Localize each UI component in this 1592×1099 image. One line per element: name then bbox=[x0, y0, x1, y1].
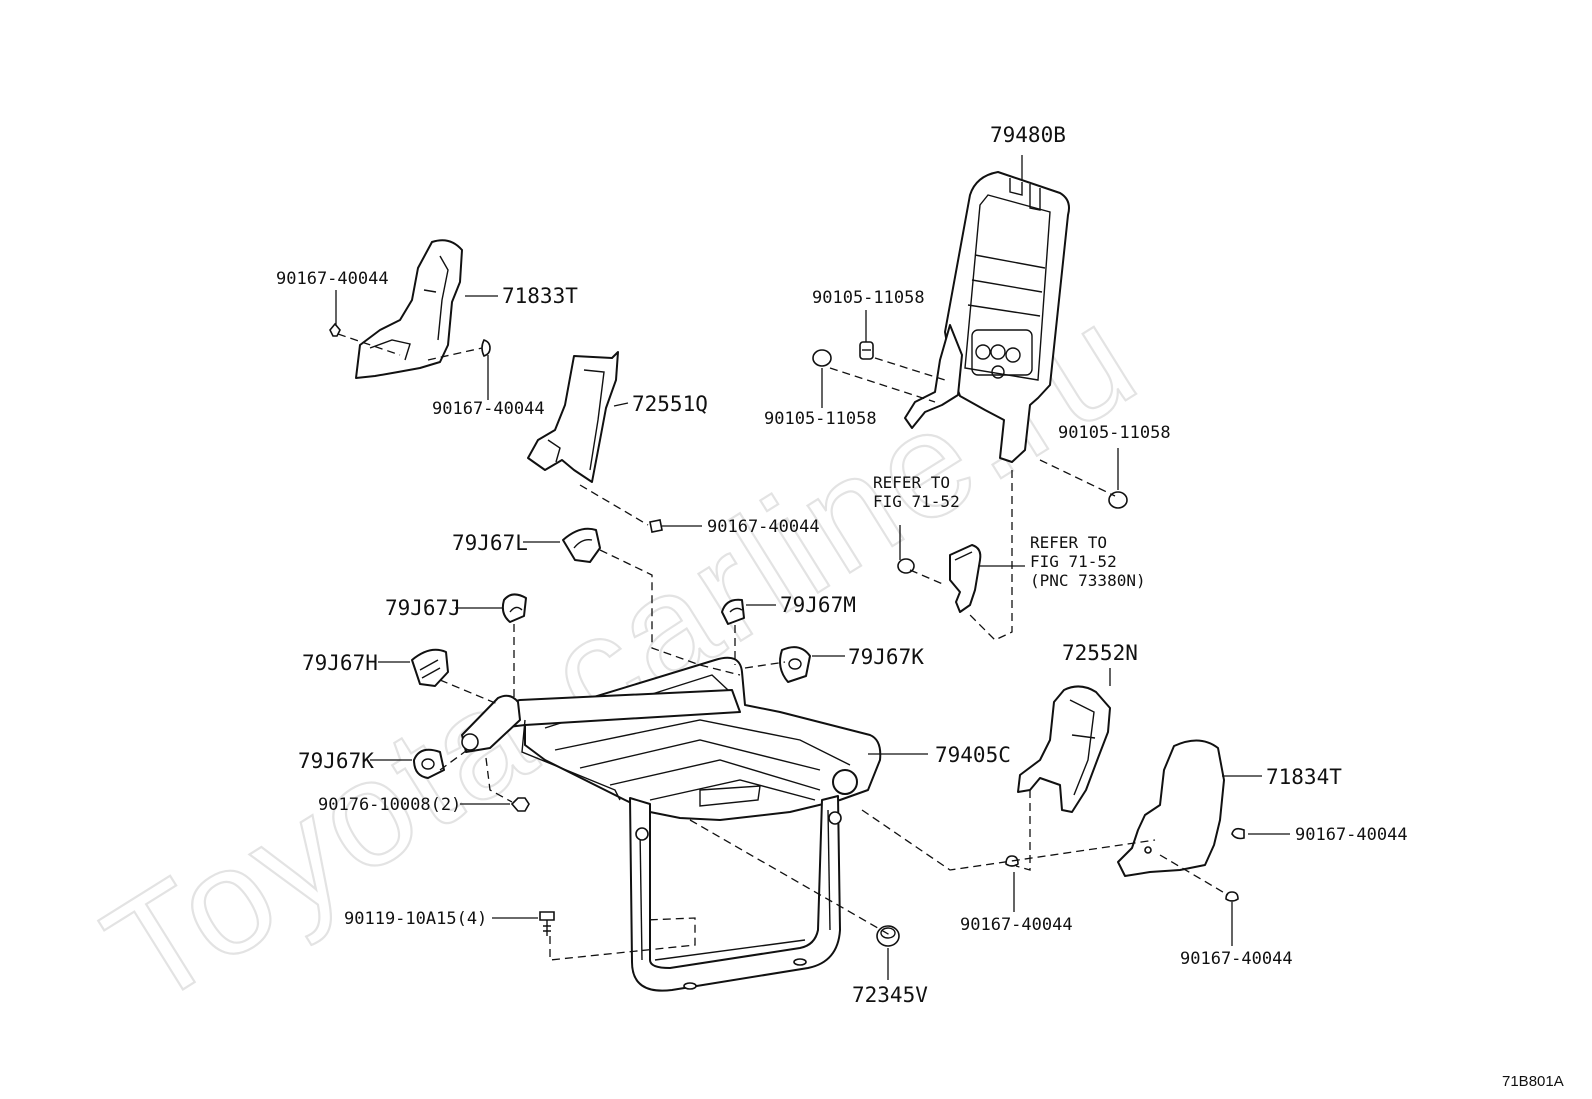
label-shield-71833T[interactable]: 71833T bbox=[502, 284, 578, 308]
label-nut[interactable]: 90176-10008(2) bbox=[318, 795, 461, 815]
label-clip-3[interactable]: 90167-40044 bbox=[707, 517, 820, 537]
bolt-icon bbox=[859, 341, 874, 360]
label-bushing-79J67J[interactable]: 79J67J bbox=[385, 596, 461, 620]
label-bolt-right[interactable]: 90105-11058 bbox=[1058, 423, 1171, 443]
bolt-icon bbox=[812, 349, 832, 367]
seat-belt-buckle[interactable] bbox=[949, 544, 982, 613]
label-cover-72551Q[interactable]: 72551Q bbox=[632, 392, 708, 416]
label-bushing-79J67K-right[interactable]: 79J67K bbox=[848, 645, 924, 669]
svg-text:FIG 71-52: FIG 71-52 bbox=[873, 492, 960, 511]
bushing-79J67J[interactable] bbox=[501, 593, 527, 623]
label-frame-79480B[interactable]: 79480B bbox=[990, 123, 1066, 147]
label-bushing-79J67K-left[interactable]: 79J67K bbox=[298, 749, 374, 773]
label-bushing-79J67M[interactable]: 79J67M bbox=[780, 593, 856, 617]
svg-text:FIG 71-52: FIG 71-52 bbox=[1030, 552, 1117, 571]
clip-icon bbox=[481, 339, 491, 357]
label-bolt-upper[interactable]: 90105-11058 bbox=[812, 288, 925, 308]
label-cover-72552N[interactable]: 72552N bbox=[1062, 641, 1138, 665]
label-shield-71834T[interactable]: 71834T bbox=[1266, 765, 1342, 789]
cap-icon bbox=[876, 925, 900, 947]
label-clip-1[interactable]: 90167-40044 bbox=[276, 269, 389, 289]
bolt-icon bbox=[897, 558, 915, 574]
inner-cover-72551Q[interactable] bbox=[527, 351, 619, 483]
clip-icon bbox=[329, 322, 341, 337]
svg-text:(PNC 73380N): (PNC 73380N) bbox=[1030, 571, 1146, 590]
cushion-frame-79405C[interactable] bbox=[461, 656, 882, 992]
label-bolt-left[interactable]: 90105-11058 bbox=[764, 409, 877, 429]
refer-note-2: REFER TO FIG 71-52 (PNC 73380N) bbox=[1030, 533, 1146, 590]
clip-icon bbox=[649, 519, 663, 533]
label-bolt-lower[interactable]: 90119-10A15(4) bbox=[344, 909, 487, 929]
seat-back-frame-79480B[interactable] bbox=[904, 171, 1070, 463]
label-clip-6[interactable]: 90167-40044 bbox=[1180, 949, 1293, 969]
label-clip-5[interactable]: 90167-40044 bbox=[960, 915, 1073, 935]
label-cap-72345V[interactable]: 72345V bbox=[852, 983, 928, 1007]
bushing-79J67K-left[interactable] bbox=[413, 748, 445, 779]
label-cushion-frame-79405C[interactable]: 79405C bbox=[935, 743, 1011, 767]
bolt-icon bbox=[539, 911, 555, 936]
nut-icon bbox=[510, 797, 530, 812]
svg-text:REFER TO: REFER TO bbox=[873, 473, 950, 492]
bushing-79J67M[interactable] bbox=[721, 598, 745, 625]
svg-text:REFER TO: REFER TO bbox=[1030, 533, 1107, 552]
clip-icon bbox=[1231, 827, 1245, 840]
clip-icon bbox=[1225, 891, 1239, 902]
figure-code: 71B801A bbox=[1502, 1073, 1564, 1090]
label-bushing-79J67L[interactable]: 79J67L bbox=[452, 531, 528, 555]
bushing-79J67L[interactable] bbox=[562, 527, 601, 563]
bushing-79J67K-right[interactable] bbox=[779, 646, 811, 683]
side-shield-71833T[interactable] bbox=[355, 239, 463, 379]
bushing-79J67H[interactable] bbox=[411, 648, 449, 687]
label-clip-2[interactable]: 90167-40044 bbox=[432, 399, 545, 419]
side-shield-71834T[interactable] bbox=[1117, 739, 1225, 877]
leader-lines bbox=[335, 155, 1290, 980]
label-bushing-79J67H[interactable]: 79J67H bbox=[302, 651, 378, 675]
refer-note-1: REFER TO FIG 71-52 bbox=[873, 473, 960, 511]
side-cover-72552N[interactable] bbox=[1017, 685, 1111, 813]
label-clip-4[interactable]: 90167-40044 bbox=[1295, 825, 1408, 845]
assembly-lines bbox=[337, 333, 1229, 961]
